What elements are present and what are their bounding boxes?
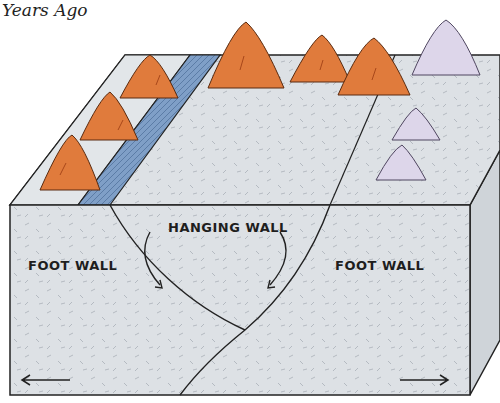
fault-scarp bbox=[78, 55, 220, 205]
lavender-mountains bbox=[376, 20, 480, 180]
extension-arrow bbox=[400, 375, 448, 385]
arrow-head bbox=[268, 280, 275, 288]
extension-arrow bbox=[22, 375, 70, 385]
period-title: Years Ago bbox=[2, 0, 88, 20]
orange-mountains bbox=[40, 22, 410, 190]
block-front bbox=[10, 205, 470, 395]
motion-arrow bbox=[145, 232, 160, 285]
arrow-head bbox=[155, 280, 162, 288]
wall-label: FOOT WALL bbox=[28, 258, 117, 273]
wall-label: HANGING WALL bbox=[168, 220, 288, 235]
motion-arrow bbox=[270, 232, 286, 285]
wall-label: FOOT WALL bbox=[335, 258, 424, 273]
